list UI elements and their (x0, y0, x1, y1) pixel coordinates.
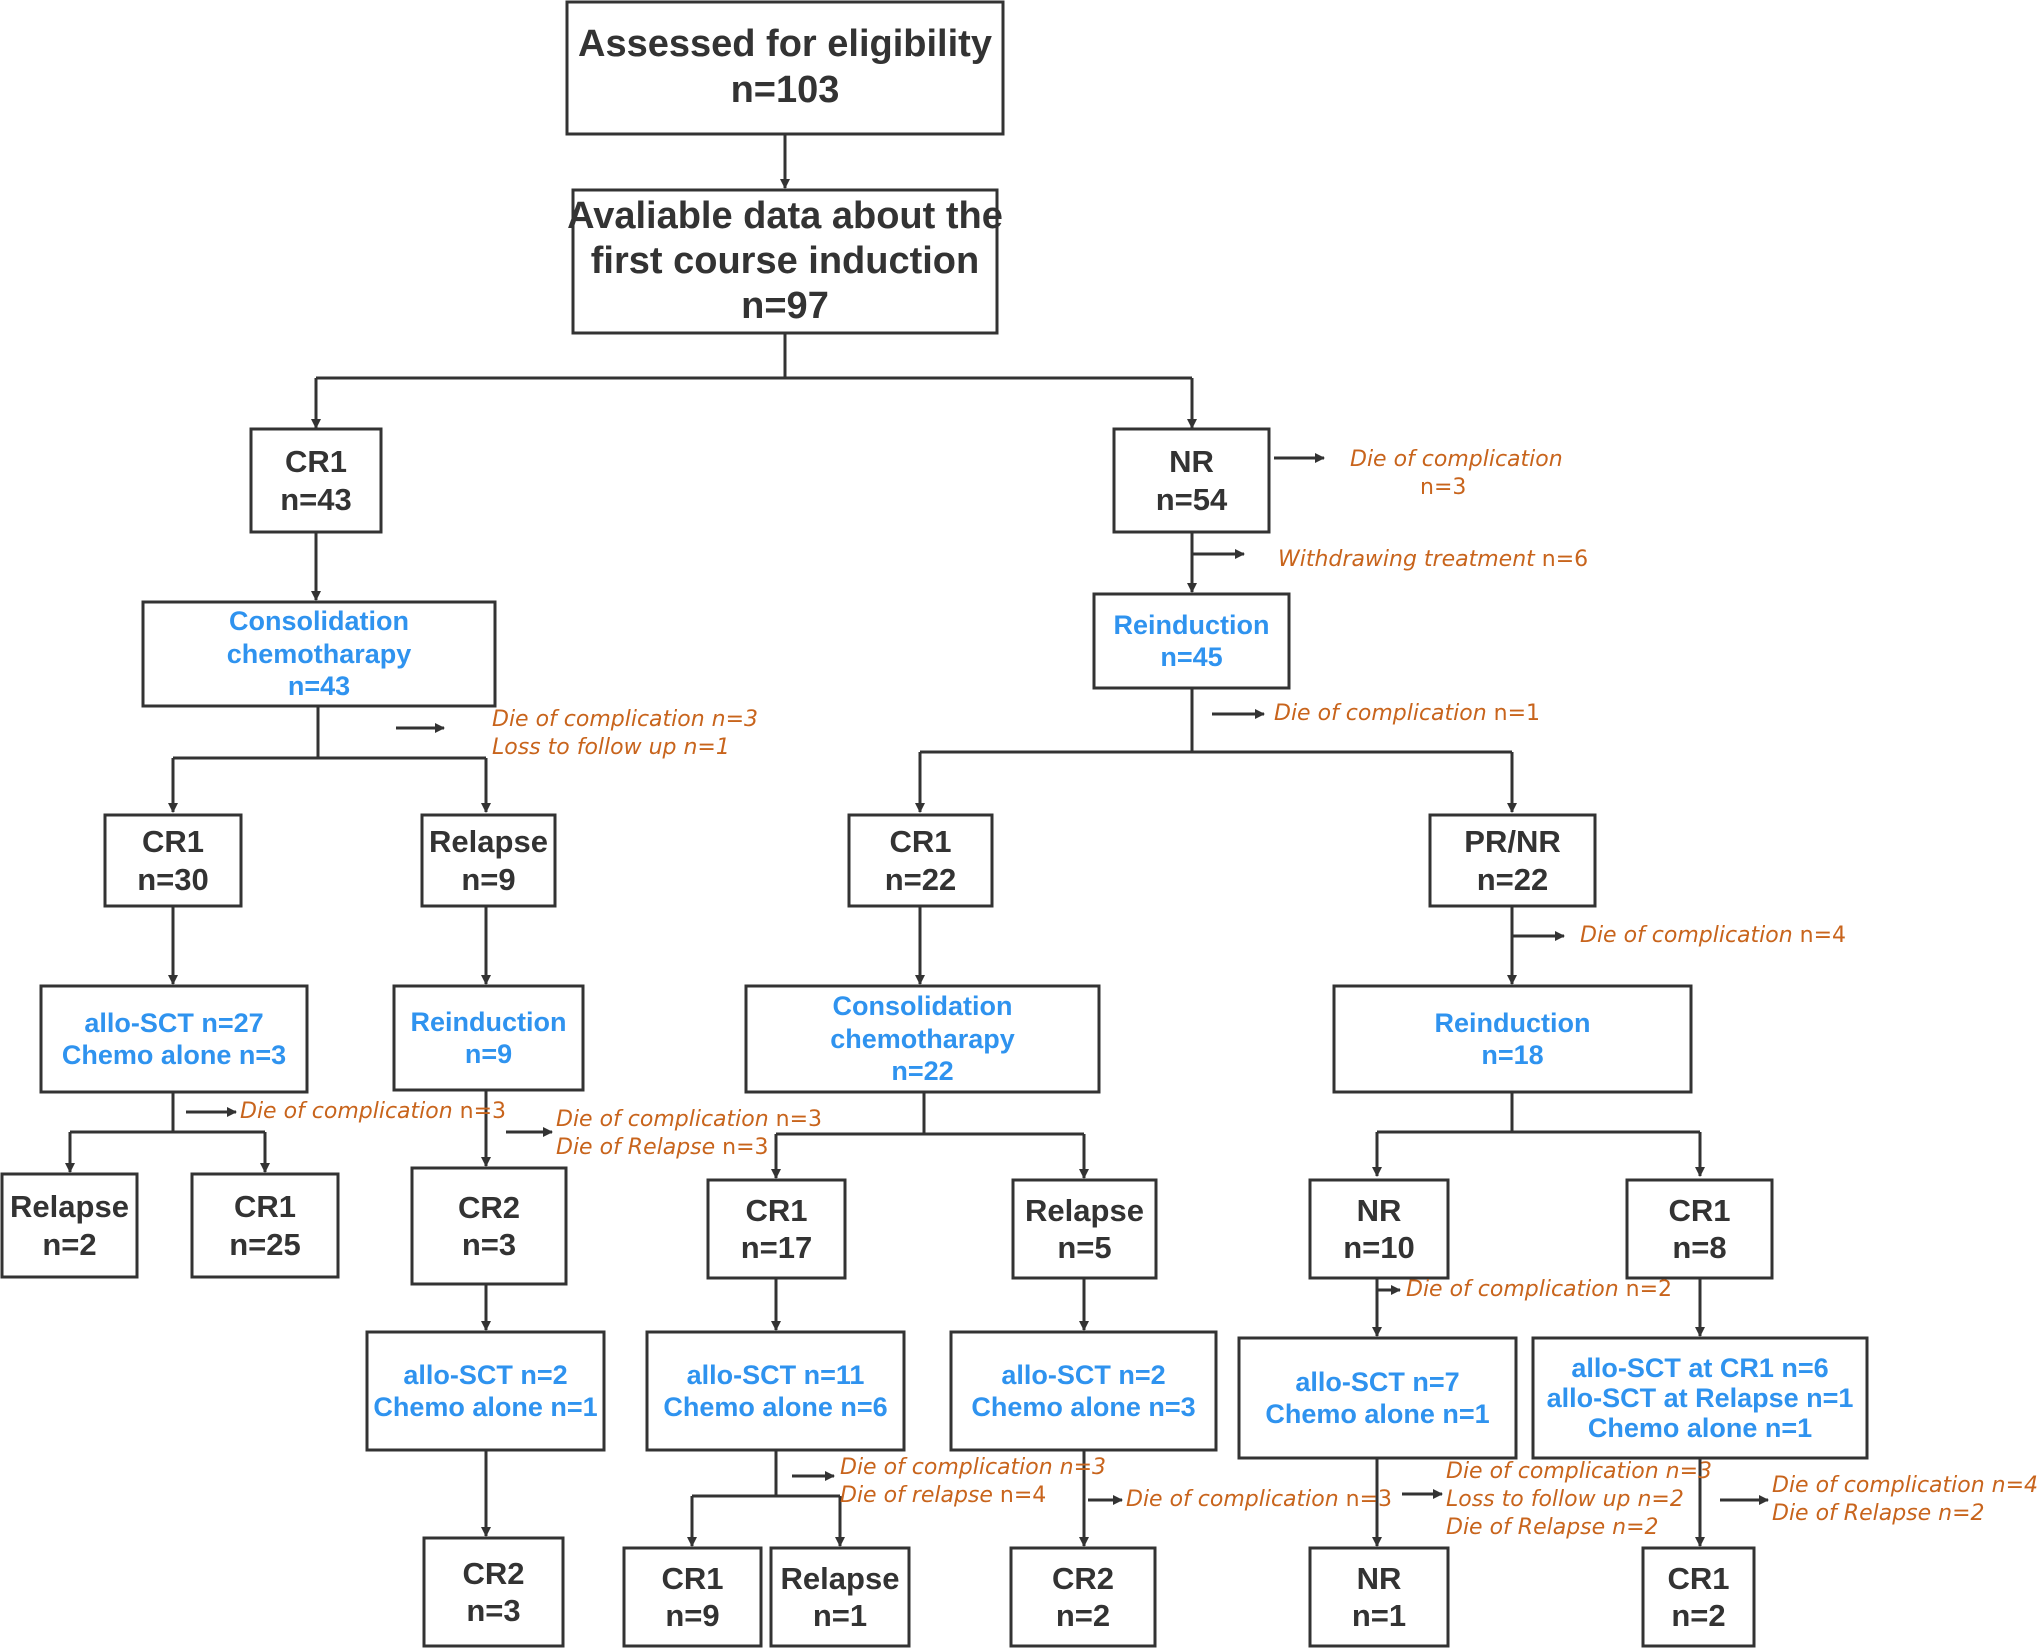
relapse-n5-box: Relapse n=5 (1025, 1192, 1144, 1265)
cr2-n3-final-box: CR2 n=3 (462, 1555, 525, 1628)
consolidation-chemotherapy-n22-box: Consolidation chemotharapy n=22 (830, 991, 1015, 1087)
allo-sct-n11-box: allo-SCT n=11 Chemo alone n=6 (663, 1359, 888, 1422)
nr-n54-box: NR n=54 (1155, 444, 1228, 517)
cr1-n2-box: CR1 n=2 (1667, 1560, 1730, 1633)
box-outlines (0, 0, 1869, 1648)
allo-sct-n2-chemo-n1-box: allo-SCT n=2 Chemo alone n=1 (373, 1359, 598, 1422)
cr2-n3-box: CR2 n=3 (457, 1189, 520, 1262)
consolidation-chemotherapy-n43-box: Consolidation chemotharapy n=43 (226, 606, 412, 702)
relapse-n2-box: Relapse n=2 (10, 1189, 129, 1262)
allo-sct-n27-box: allo-SCT n=27 Chemo alone n=3 (61, 1007, 287, 1070)
cr1-n8-box: CR1 n=8 (1668, 1192, 1731, 1265)
relapse-n1-box: Relapse n=1 (780, 1560, 900, 1633)
note-consolidation43-outcomes: Die of complication n=3 Loss to follow u… (492, 707, 759, 760)
note-allo-cr1-outcomes: Die of complication n=4 Die of Relapse n… (1772, 1473, 2038, 1526)
allo-sct-n2-chemo-n3-box: allo-SCT n=2 Chemo alone n=3 (971, 1359, 1196, 1422)
reinduction-n45-box: Reinduction n=45 (1113, 609, 1270, 672)
cr2-n2-box: CR2 n=2 (1051, 1560, 1114, 1633)
connector-lines (65, 134, 1705, 1547)
pr-nr-n22-box: PR/NR n=22 (1464, 824, 1561, 897)
assessed-for-eligibility-box: Assessed for eligibility n=103 (578, 23, 992, 111)
cr1-n30-box: CR1 n=30 (137, 824, 209, 897)
note-allo2b-die: Die of complication n=3 (1126, 1487, 1393, 1512)
nr-n1-box: NR n=1 (1351, 1560, 1407, 1633)
cr1-n43-box: CR1 n=43 (280, 444, 352, 517)
allo-sct-at-cr1-box: allo-SCT at CR1 n=6 allo-SCT at Relapse … (1546, 1352, 1854, 1444)
cr1-n25-box: CR1 n=25 (229, 1189, 301, 1262)
allo-sct-n7-box: allo-SCT n=7 Chemo alone n=1 (1265, 1366, 1490, 1429)
note-allo27-die: Die of complication n=3 (240, 1099, 507, 1124)
cr1-n22-box: CR1 n=22 (884, 824, 957, 897)
note-reinduction9-outcomes: Die of complication n=3 Die of Relapse n… (556, 1107, 823, 1160)
available-data-box: Avaliable data about the first course in… (567, 195, 1003, 327)
note-withdrawing-treatment: Withdrawing treatment n=6 (1278, 547, 1589, 572)
note-nr54-die-of-complication: Die of complication n=3 (1350, 447, 1563, 500)
note-allo7-outcomes: Die of complication n=3 Loss to follow u… (1446, 1459, 1713, 1540)
reinduction-n9-box: Reinduction n=9 (410, 1006, 567, 1069)
note-allo11-outcomes: Die of complication n=3 Die of relapse n… (840, 1455, 1107, 1508)
nr-n10-box: NR n=10 (1343, 1192, 1415, 1265)
relapse-n9-box: Relapse n=9 (429, 824, 548, 897)
note-reinduction45-die: Die of complication n=1 (1274, 701, 1541, 726)
cr1-n9-box: CR1 n=9 (661, 1560, 724, 1633)
note-nr10-die: Die of complication n=2 (1406, 1277, 1673, 1302)
cr1-n17-box: CR1 n=17 (740, 1192, 813, 1265)
reinduction-n18-box: Reinduction n=18 (1434, 1007, 1591, 1070)
note-prnr22-die: Die of complication n=4 (1580, 923, 1847, 948)
note-arrows (186, 453, 1769, 1505)
